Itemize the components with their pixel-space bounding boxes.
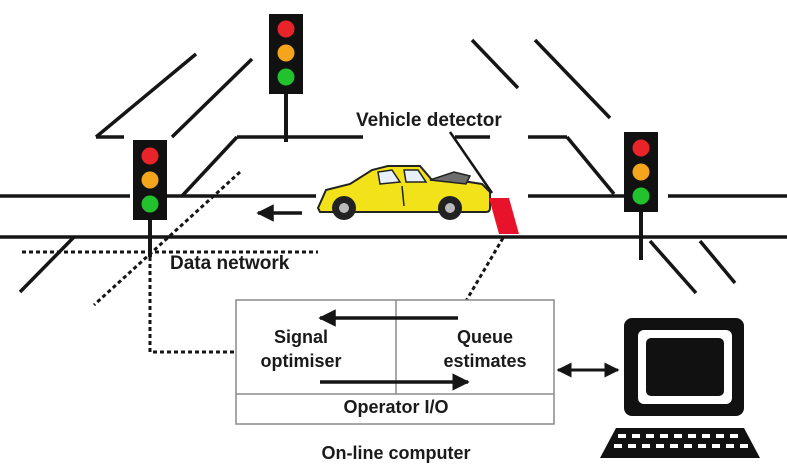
online-computer-box: [235, 299, 555, 425]
vehicle-detector: [448, 131, 519, 234]
signal-optimiser-label-line1: Signal: [273, 327, 328, 347]
online-computer-label: On-line computer: [321, 443, 471, 463]
car-icon: [316, 165, 491, 220]
queue-estimates-label-line1: Queue: [456, 327, 513, 347]
data-network-links: [22, 170, 505, 354]
data-network-label: Data network: [170, 253, 290, 274]
traffic-light-icon: [133, 140, 167, 257]
traffic-light-icon: [624, 132, 658, 260]
road-network: [0, 38, 787, 295]
signal-optimiser-label-line2: optimiser: [260, 351, 342, 371]
queue-estimates-label-line2: estimates: [443, 351, 527, 371]
computer-terminal-icon: [600, 318, 760, 458]
vehicle-detector-label: Vehicle detector: [356, 110, 502, 131]
operator-io-label: Operator I/O: [343, 397, 449, 417]
traffic-light-icon: [269, 14, 303, 142]
